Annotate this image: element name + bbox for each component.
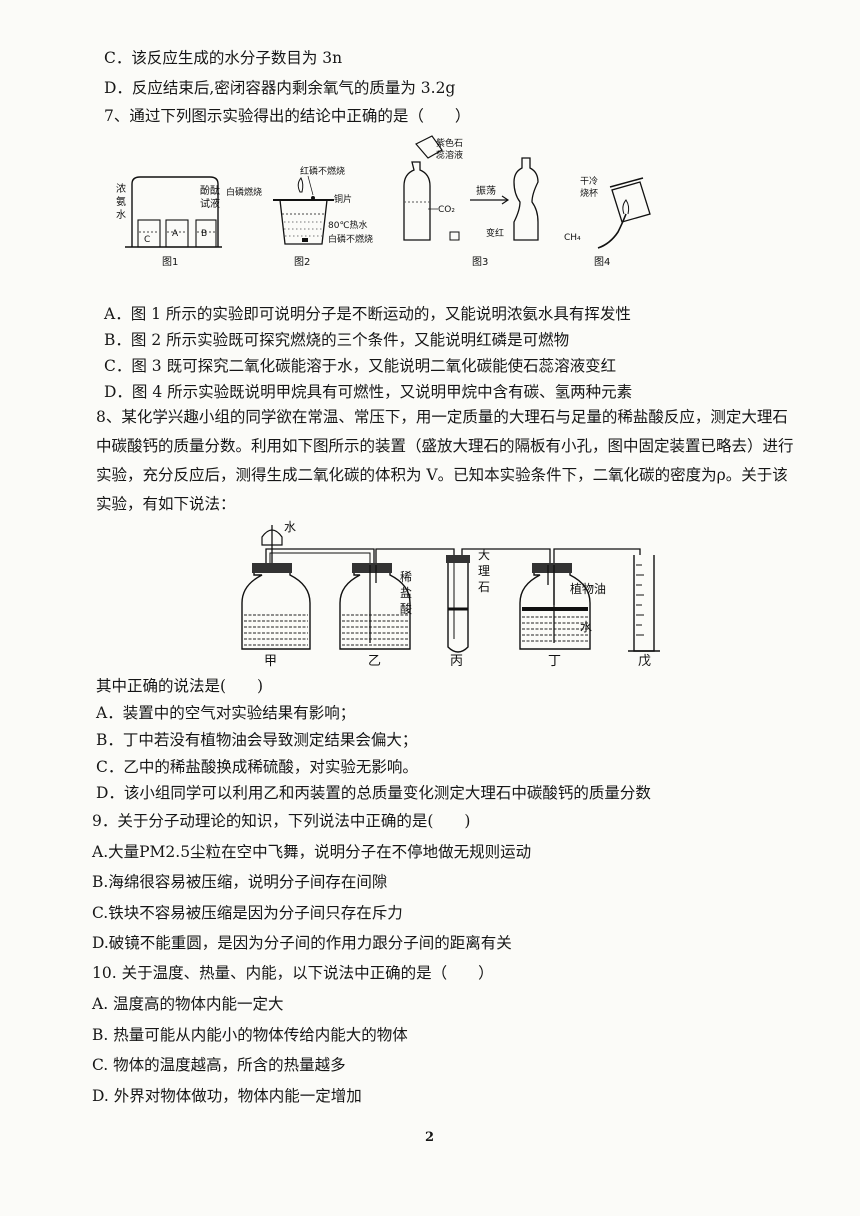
beaker-a-label: A (172, 229, 179, 239)
q10-option-c: C. 物体的温度越高，所含的热量越多 (92, 1056, 346, 1074)
figure-3-caption: 图3 (472, 256, 488, 268)
cold-beaker-label-2: 烧杯 (580, 187, 598, 199)
q10-option-a: A. 温度高的物体内能一定大 (92, 995, 284, 1013)
cold-beaker-label-1: 干冷 (580, 175, 598, 187)
acid-label-1: 稀 (400, 570, 412, 584)
white-phosphorus-burn-label: 白磷燃烧 (226, 186, 262, 198)
ammonia-label-2: 氨 (116, 195, 126, 208)
q8-prompt: 其中正确的说法是( ) (96, 677, 264, 695)
ammonia-label-3: 水 (116, 209, 126, 221)
marble-label-3: 石 (478, 580, 490, 594)
ammonia-label-1: 浓 (116, 183, 126, 195)
white-phosphorus-no-burn-label: 白磷不燃烧 (328, 233, 373, 245)
q8-option-d: D．该小组同学可以利用乙和丙装置的总质量变化测定大理石中碳酸钙的质量分数 (96, 784, 651, 802)
beaker-c-label: C (144, 235, 150, 245)
figure-4-caption: 图4 (594, 256, 610, 268)
q7-stem: 7、通过下列图示实验得出的结论中正确的是（ ） (104, 107, 471, 125)
phenolphthalein-label-1: 酚酞 (200, 184, 220, 197)
litmus-label-1: 紫色石 (436, 137, 463, 149)
label-jia: 甲 (264, 654, 277, 669)
q10-option-d: D. 外界对物体做功，物体内能一定增加 (92, 1087, 362, 1105)
q8-apparatus-figure: 水 稀 盐 酸 大 理 石 (230, 515, 690, 670)
q9-option-c: C.铁块不容易被压缩是因为分子间只存在斥力 (92, 904, 403, 922)
ch4-label: CH₄ (564, 233, 581, 243)
acid-label-3: 酸 (400, 601, 412, 616)
acid-label-2: 盐 (400, 586, 412, 600)
q6-option-c: C．该反应生成的水分子数目为 3n (104, 49, 343, 67)
q7-option-c: C．图 3 既可探究二氧化碳能溶于水，又能说明二氧化碳能使石蕊溶液变红 (104, 357, 617, 375)
label-bing: 丙 (450, 654, 463, 669)
q8-stem: 8、某化学兴趣小组的同学欲在常温、常压下，用一定质量的大理石与足量的稀盐酸反应，… (96, 408, 794, 513)
phenolphthalein-label-2: 试液 (200, 197, 220, 210)
flask-jia: 水 (241, 520, 311, 650)
q9-stem: 9．关于分子动理论的知识，下列说法中正确的是( ) (92, 812, 471, 830)
co2-label: CO₂ (438, 205, 455, 215)
figure-1: C A B 浓 氨 水 酚酞 试液 图1 (116, 176, 222, 268)
beaker-b-label: B (201, 229, 207, 239)
q8-option-b: B．丁中若没有植物油会导致测定结果会偏大； (96, 731, 418, 749)
funnel-water-label: 水 (284, 520, 296, 534)
hot-water-label: 80℃热水 (328, 219, 368, 231)
shake-label: 振荡 (476, 184, 496, 197)
figure-3: 紫色石 蕊溶液 CO₂ 振荡 变红 图3 (403, 135, 539, 268)
water-label: 水 (580, 620, 592, 634)
q10-option-b: B. 热量可能从内能小的物体传给内能大的物体 (92, 1026, 408, 1044)
copper-sheet-label: 铜片 (334, 193, 352, 205)
q7-option-a: A．图 1 所示的实验即可说明分子是不断运动的，又能说明浓氨水具有挥发性 (104, 305, 631, 323)
turn-red-label: 变红 (486, 227, 504, 239)
flask-ding: 植物油 水 (519, 563, 606, 650)
q7-option-d: D．图 4 所示实验既说明甲烷具有可燃性，又说明甲烷中含有碳、氢两种元素 (104, 383, 633, 401)
marble-label-1: 大 (478, 548, 490, 562)
q7-figures: C A B 浓 氨 水 酚酞 试液 图1 红磷不燃烧 白磷燃烧 (110, 132, 670, 274)
q6-option-d: D．反应结束后,密闭容器内剩余氧气的质量为 3.2g (104, 79, 456, 97)
tube-bing: 大 理 石 (446, 548, 490, 653)
figure-4: 干冷 烧杯 CH₄ 图4 (564, 175, 651, 268)
figure-1-caption: 图1 (162, 256, 178, 268)
q9-option-a: A.大量PM2.5尘粒在空中飞舞，说明分子在不停地做无规则运动 (92, 843, 532, 861)
q8-option-c: C．乙中的稀盐酸换成稀硫酸，对实验无影响。 (96, 758, 418, 776)
label-ding: 丁 (548, 654, 561, 669)
red-phosphorus-label: 红磷不燃烧 (300, 165, 345, 177)
vegetable-oil-label: 植物油 (570, 581, 606, 596)
q9-option-b: B.海绵很容易被压缩，说明分子间存在间隙 (92, 873, 388, 891)
cylinder-wu (628, 555, 660, 652)
page-number: 2 (425, 1130, 435, 1145)
marble-label-2: 理 (478, 564, 490, 578)
q9-option-d: D.破镜不能重圆，是因为分子间的作用力跟分子间的距离有关 (92, 934, 512, 952)
label-yi: 乙 (368, 654, 381, 669)
q10-stem: 10. 关于温度、热量、内能，以下说法中正确的是（ ） (92, 964, 494, 982)
litmus-label-2: 蕊溶液 (436, 149, 463, 161)
flask-yi: 稀 盐 酸 (339, 563, 412, 650)
q8-option-a: A．装置中的空气对实验结果有影响； (96, 704, 356, 722)
figure-2: 红磷不燃烧 白磷燃烧 铜片 80℃热水 白磷不燃烧 图2 (226, 165, 373, 268)
q7-option-b: B．图 2 所示实验既可探究燃烧的三个条件，又能说明红磷是可燃物 (104, 331, 570, 349)
figure-2-caption: 图2 (294, 256, 310, 268)
label-wu: 戊 (638, 654, 651, 669)
